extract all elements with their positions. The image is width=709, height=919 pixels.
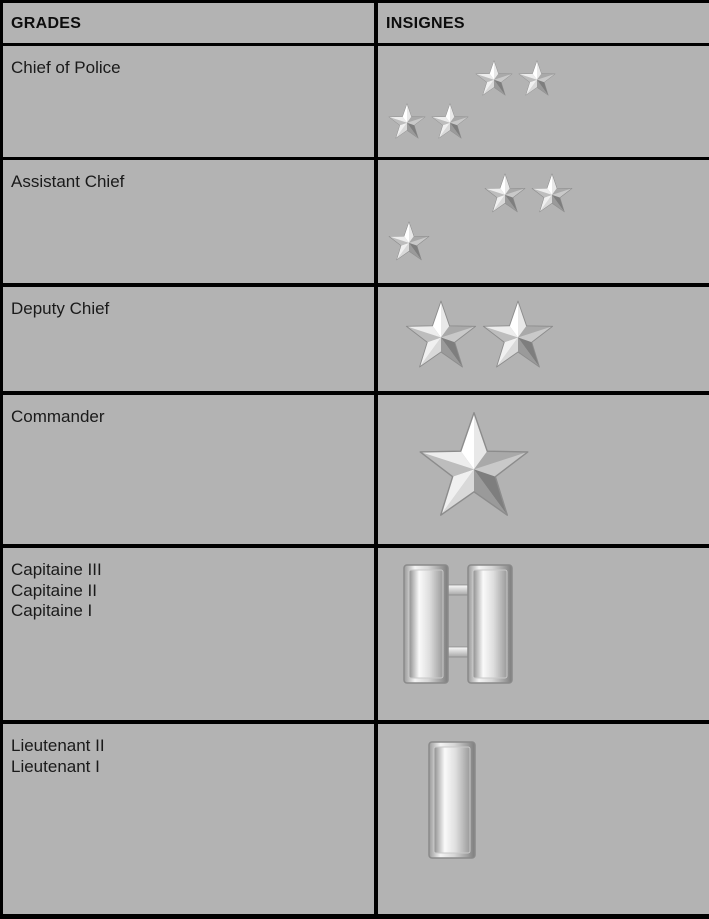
grade-label: Commander — [11, 407, 105, 426]
star-icon — [483, 172, 527, 216]
insignia-cell-captain — [378, 548, 709, 720]
grade-label: Capitaine II — [11, 580, 97, 600]
grade-label: Capitaine III — [11, 560, 102, 579]
grade-cell-deputy-chief: Deputy Chief — [3, 287, 374, 391]
star-icon — [403, 298, 479, 374]
grade-label: Chief of Police — [11, 58, 121, 77]
grade-label: Lieutenant II — [11, 736, 105, 755]
grade-cell-lieutenant: Lieutenant II Lieutenant I — [3, 724, 374, 914]
star-icon — [387, 102, 427, 142]
captain-bars-icon — [403, 564, 513, 684]
grade-label: Lieutenant I — [11, 756, 100, 776]
star-icon — [530, 172, 574, 216]
insignia-cell-lieutenant — [378, 724, 709, 914]
insignia-cell-assistant-chief — [378, 160, 709, 283]
grade-label: Assistant Chief — [11, 172, 125, 191]
lieutenant-bar-icon — [428, 741, 476, 859]
insignia-cell-deputy-chief — [378, 287, 709, 391]
grade-label: Deputy Chief — [11, 299, 110, 318]
header-insignes: INSIGNES — [378, 3, 709, 43]
star-icon — [430, 102, 470, 142]
grade-cell-captain: Capitaine III Capitaine II Capitaine I — [3, 548, 374, 720]
grade-cell-assistant-chief: Assistant Chief — [3, 160, 374, 283]
star-icon — [517, 59, 557, 99]
grade-label: Capitaine I — [11, 601, 93, 620]
grade-cell-commander: Commander — [3, 395, 374, 544]
star-icon — [474, 59, 514, 99]
star-icon — [387, 220, 431, 264]
grade-cell-chief-of-police: Chief of Police — [3, 46, 374, 157]
insignia-cell-commander — [378, 395, 709, 544]
insignia-cell-chief-of-police — [378, 46, 709, 157]
star-icon — [415, 408, 533, 526]
header-grades: GRADES — [3, 3, 374, 43]
star-icon — [480, 298, 556, 374]
